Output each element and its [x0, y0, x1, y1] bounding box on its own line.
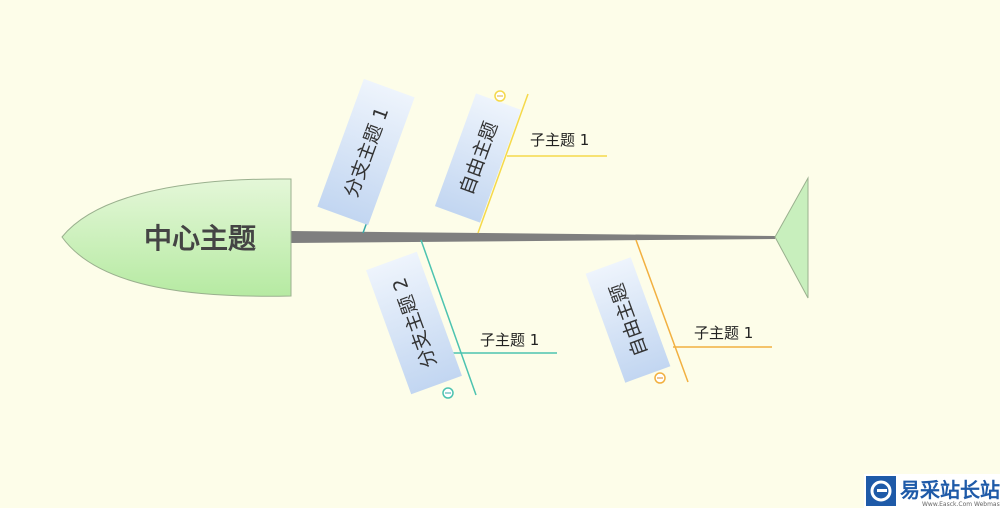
branch-topic-4[interactable]: 自由主题 [585, 257, 671, 383]
branch-line [635, 239, 689, 383]
fish-tail [774, 176, 809, 299]
branch-line [420, 239, 477, 396]
subtopic-label[interactable]: 子主题 1 [480, 331, 539, 349]
center-topic-label: 中心主题 [144, 222, 256, 255]
center-topic[interactable]: 中心主题 [61, 178, 292, 297]
collapse-icon[interactable] [494, 90, 506, 102]
collapse-icon[interactable] [442, 387, 454, 399]
svg-text:Www.Easck.Com Webmaster: Www.Easck.Com Webmaster [922, 501, 1000, 508]
fishbone-spine [290, 231, 775, 243]
collapse-icon[interactable] [654, 372, 666, 384]
branch-topic-2[interactable]: 自由主题 [434, 93, 522, 223]
branch-line [477, 93, 529, 234]
subtopic-label[interactable]: 子主题 1 [694, 324, 753, 342]
svg-text:易采站长站: 易采站长站 [900, 478, 1000, 502]
branch-topic-3[interactable]: 分支主题 2 [366, 251, 462, 395]
watermark-logo: 易采站长站 Www.Easck.Com Webmaster [864, 474, 1000, 508]
branch-topic-1[interactable]: 分支主题 1 [317, 78, 415, 226]
subtopic-label[interactable]: 子主题 1 [530, 131, 589, 149]
